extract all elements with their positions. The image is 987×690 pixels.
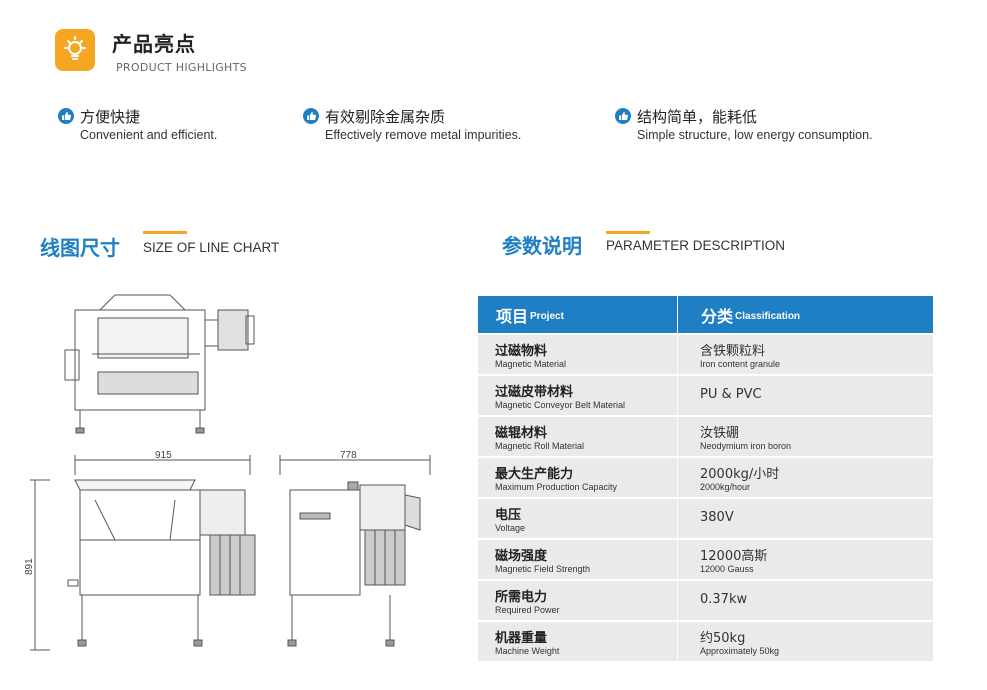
param-name: 磁场强度 bbox=[495, 549, 548, 564]
param-value-en: Neodymium iron boron bbox=[700, 441, 792, 451]
dim-depth-label: 778 bbox=[340, 450, 357, 461]
line-chart-subtitle: SIZE OF LINE CHART bbox=[143, 240, 280, 255]
param-value-en: Iron content granule bbox=[700, 359, 781, 369]
param-name: 机器重量 bbox=[495, 631, 548, 646]
thumbs-up-icon bbox=[58, 108, 74, 124]
param-subtitle: PARAMETER DESCRIPTION bbox=[606, 238, 786, 253]
param-name: 所需电力 bbox=[495, 590, 548, 605]
lightbulb-icon bbox=[55, 29, 95, 71]
param-title: 参数说明 bbox=[502, 234, 582, 258]
param-name: 过磁皮带材料 bbox=[495, 385, 574, 400]
line-drawing: 915 778 891 bbox=[24, 294, 431, 651]
param-name: 过磁物料 bbox=[495, 344, 548, 359]
param-value: PU & PVC bbox=[700, 387, 762, 402]
param-name-en: Machine Weight bbox=[495, 646, 560, 656]
param-name-en: Magnetic Conveyor Belt Material bbox=[495, 400, 626, 410]
param-name-en: Required Power bbox=[495, 605, 560, 615]
feature-title: 有效剔除金属杂质 bbox=[325, 108, 446, 126]
dim-height-label: 891 bbox=[24, 558, 35, 575]
feature-desc: Convenient and efficient. bbox=[80, 128, 218, 142]
param-value: 含铁颗粒料 bbox=[700, 344, 766, 359]
param-name-en: Maximum Production Capacity bbox=[495, 482, 618, 492]
param-name: 电压 bbox=[495, 508, 522, 523]
dim-width-label: 915 bbox=[155, 450, 172, 461]
param-value: 380V bbox=[700, 510, 734, 525]
param-value-en: 2000kg/hour bbox=[700, 482, 751, 492]
param-value: 12000高斯 bbox=[700, 549, 768, 564]
param-name: 最大生产能力 bbox=[495, 467, 574, 482]
param-name-en: Magnetic Field Strength bbox=[495, 564, 591, 574]
param-value-en: Approximately 50kg bbox=[700, 646, 780, 656]
param-name-en: Voltage bbox=[495, 523, 526, 533]
thumbs-up-icon bbox=[303, 108, 319, 124]
top-view-body bbox=[74, 309, 206, 411]
section-accent-bar bbox=[606, 231, 650, 234]
page-title: 产品亮点 bbox=[112, 32, 196, 56]
thumbs-up-icon bbox=[615, 108, 631, 124]
header-project-en: Project bbox=[530, 311, 564, 322]
param-name-en: Magnetic Material bbox=[495, 359, 567, 369]
param-value: 0.37kw bbox=[700, 592, 748, 607]
param-name-en: Magnetic Roll Material bbox=[495, 441, 585, 451]
header-class-cn: 分类 bbox=[701, 306, 734, 326]
feature-title: 方便快捷 bbox=[80, 108, 141, 126]
param-name: 磁辊材料 bbox=[495, 426, 548, 441]
page-subtitle: PRODUCT HIGHLIGHTS bbox=[116, 61, 247, 74]
section-accent-bar bbox=[143, 231, 187, 234]
param-value-en: 12000 Gauss bbox=[700, 564, 754, 574]
feature-desc: Simple structure, low energy consumption… bbox=[637, 128, 873, 142]
param-value: 汝铁硼 bbox=[700, 426, 740, 441]
param-value: 2000kg/小时 bbox=[700, 467, 780, 482]
feature-desc: Effectively remove metal impurities. bbox=[325, 128, 522, 142]
header-project-cn: 项目 bbox=[496, 306, 529, 326]
feature-title: 结构简单，能耗低 bbox=[637, 108, 758, 126]
header-class-en: Classification bbox=[735, 311, 801, 322]
line-chart-title: 线图尺寸 bbox=[40, 236, 120, 260]
param-value: 约50kg bbox=[700, 631, 746, 646]
